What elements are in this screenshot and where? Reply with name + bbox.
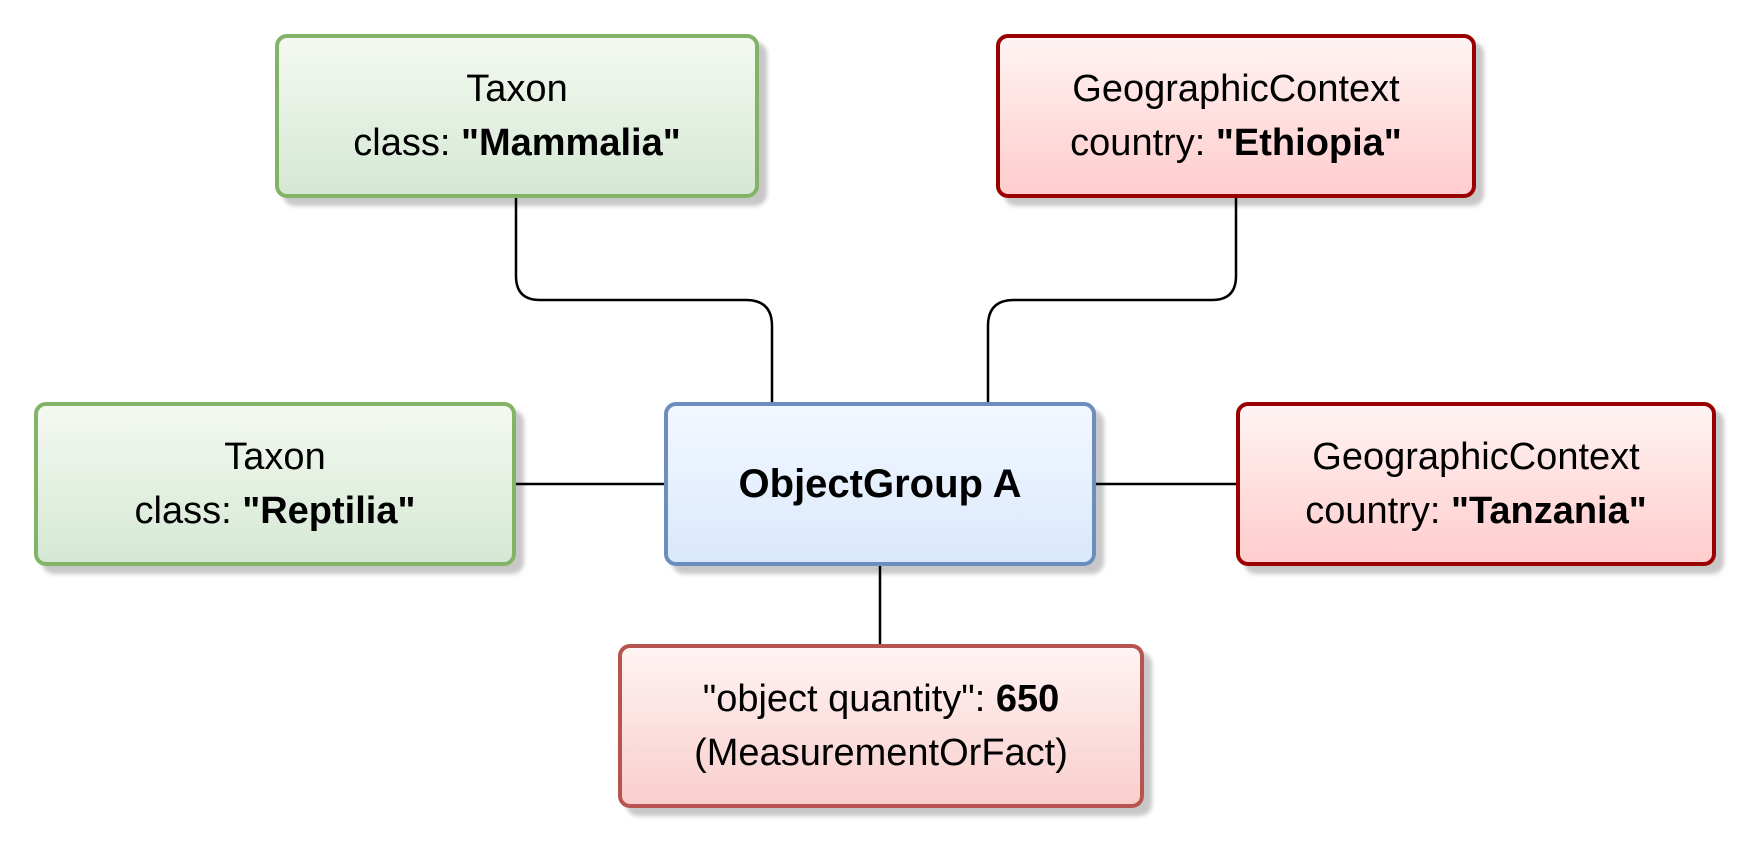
geo-tanzania-node[interactable]: GeographicContext country: "Tanzania" [1236, 402, 1716, 566]
object-group-center-node[interactable]: ObjectGroup A [664, 402, 1096, 566]
taxon-reptilia-node[interactable]: Taxon class: "Reptilia" [34, 402, 516, 566]
measurement-value: 650 [995, 678, 1060, 720]
taxon-mammalia-key: class: [353, 122, 461, 164]
connector-ethiopia-to-center [986, 198, 1238, 402]
geo-ethiopia-key: country: [1070, 122, 1216, 164]
geo-ethiopia-value: "Ethiopia" [1215, 122, 1402, 164]
measurement-attribute: "object quantity": 650 [703, 672, 1060, 726]
taxon-mammalia-name: Taxon [466, 68, 568, 110]
geo-tanzania-attribute: country: "Tanzania" [1305, 484, 1647, 538]
object-group-title: ObjectGroup A [738, 462, 1022, 506]
geo-tanzania-key: country: [1305, 490, 1451, 532]
connector-mammalia-to-center [514, 198, 774, 402]
taxon-reptilia-name: Taxon [224, 436, 326, 478]
measurement-node[interactable]: "object quantity": 650 (MeasurementOrFac… [618, 644, 1144, 808]
geo-tanzania-name: GeographicContext [1312, 436, 1640, 478]
taxon-mammalia-node[interactable]: Taxon class: "Mammalia" [275, 34, 759, 198]
geo-ethiopia-node[interactable]: GeographicContext country: "Ethiopia" [996, 34, 1476, 198]
geo-ethiopia-attribute: country: "Ethiopia" [1070, 116, 1402, 170]
geo-tanzania-value: "Tanzania" [1450, 490, 1647, 532]
geo-ethiopia-name: GeographicContext [1072, 68, 1400, 110]
taxon-mammalia-value: "Mammalia" [460, 122, 681, 164]
measurement-type: (MeasurementOrFact) [694, 732, 1068, 774]
taxon-reptilia-key: class: [134, 490, 243, 532]
taxon-reptilia-attribute: class: "Reptilia" [135, 484, 416, 538]
taxon-reptilia-value: "Reptilia" [242, 490, 416, 532]
taxon-mammalia-attribute: class: "Mammalia" [353, 116, 680, 170]
measurement-key: "object quantity": [702, 678, 996, 720]
